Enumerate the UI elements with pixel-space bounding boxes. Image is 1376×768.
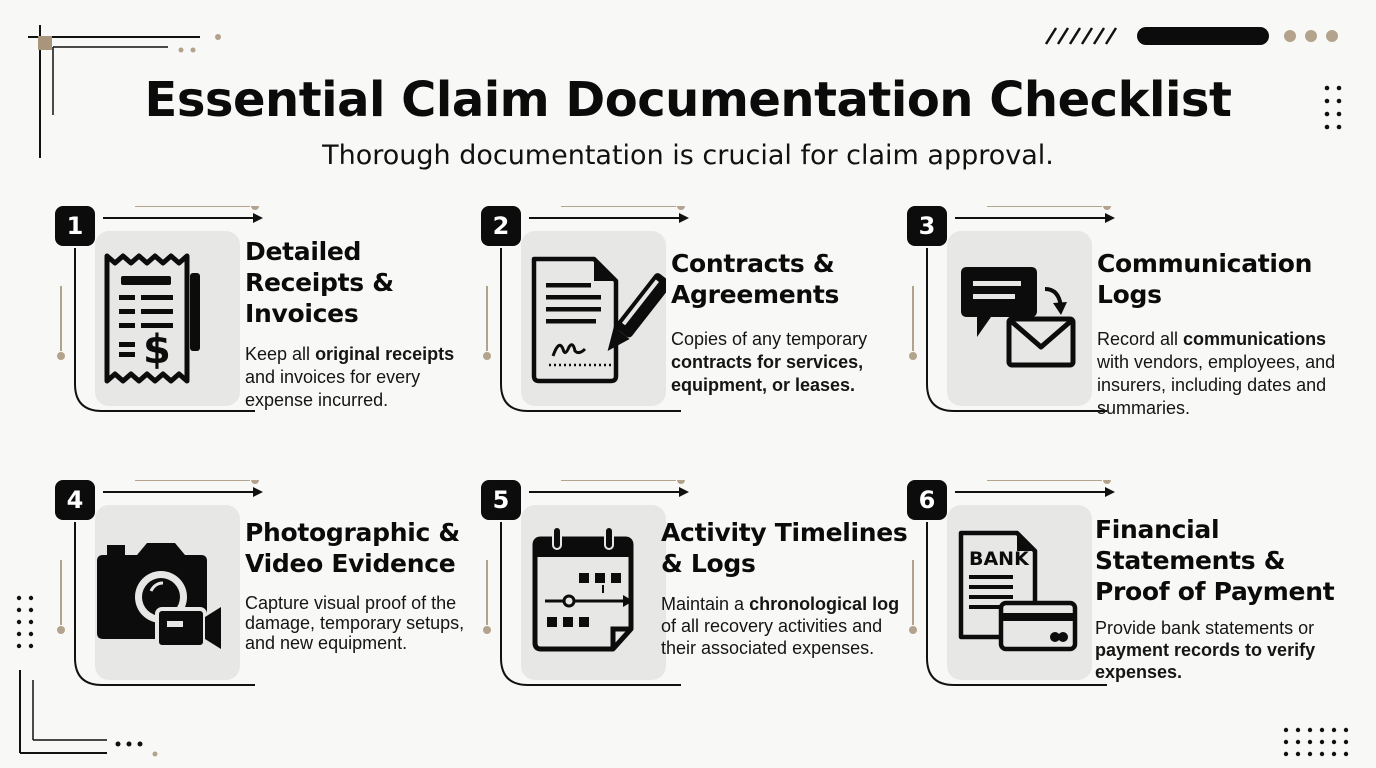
- item-description: Record all communications with vendors, …: [1097, 328, 1337, 420]
- page-title: Essential Claim Documentation Checklist: [144, 72, 1232, 128]
- contract-signature-icon: [531, 256, 666, 384]
- chat-envelope-icon: [961, 267, 1076, 368]
- icon-tile: [95, 505, 240, 680]
- icon-tile: BANK: [947, 505, 1092, 680]
- checklist-card-receipts: 1 $ Detailed Receipts & Invoices Keep al…: [55, 206, 475, 436]
- item-description: Capture visual proof of the damage, temp…: [245, 593, 485, 653]
- item-description-segment: contracts for services, equipment, or le…: [671, 352, 864, 395]
- icon-tile: [521, 231, 666, 406]
- checklist-card-financial: 6 BANK Financial Statements & Proof of P…: [907, 480, 1335, 710]
- svg-text:$: $: [143, 327, 171, 373]
- item-description-segment: Capture visual proof of the damage, temp…: [245, 593, 465, 653]
- bank-label: BANK: [969, 548, 1030, 570]
- checklist-card-contracts: 2 Contracts & Agreements Copies of any t…: [481, 206, 901, 436]
- icon-tile: [521, 505, 666, 680]
- item-title: Photographic & Video Evidence: [245, 518, 460, 578]
- checklist-card-communication: 3 Communication Logs Record all communic…: [907, 206, 1335, 436]
- calendar-timeline-icon: [532, 526, 634, 652]
- item-description-segment: Maintain a: [661, 594, 750, 614]
- step-number-badge: 2: [481, 206, 521, 246]
- step-number-badge: 6: [907, 480, 947, 520]
- checklist-card-timelines: 5 Activity Timelines & Logs Maintain a c…: [481, 480, 908, 710]
- item-description-segment: Provide bank statements or: [1095, 618, 1315, 638]
- item-description-segment: payment records to verify expenses.: [1095, 640, 1316, 682]
- item-description-segment: of all recovery activities and their ass…: [661, 616, 883, 658]
- checklist-card-photo-video: 4 Photographic & Video Evidence Capture …: [55, 480, 475, 710]
- step-number-badge: 3: [907, 206, 947, 246]
- icon-tile: $: [95, 231, 240, 406]
- item-title: Contracts & Agreements: [671, 249, 840, 309]
- corner-dots-bottom-right: [1283, 727, 1349, 757]
- item-title: Financial Statements & Proof of Payment: [1095, 515, 1335, 606]
- step-number-badge: 4: [55, 480, 95, 520]
- item-title: Detailed Receipts & Invoices: [245, 237, 394, 328]
- camera-video-icon: [97, 543, 221, 649]
- item-description-segment: Record all: [1097, 329, 1184, 349]
- item-description: Maintain a chronological log of all reco…: [661, 593, 911, 659]
- item-description-segment: Copies of any temporary: [671, 329, 868, 349]
- item-description: Copies of any temporary contracts for se…: [671, 328, 911, 397]
- item-description-segment: communications: [1183, 329, 1327, 349]
- item-description-segment: with vendors, employees, and insurers, i…: [1097, 352, 1336, 418]
- receipt-icon: $: [104, 253, 200, 384]
- item-description-segment: and invoices for every expense incurred.: [245, 367, 421, 410]
- item-title: Activity Timelines & Logs: [661, 518, 908, 578]
- item-description-segment: chronological log: [749, 594, 900, 614]
- item-description: Keep all original receipts and invoices …: [245, 343, 485, 412]
- step-number-badge: 5: [481, 480, 521, 520]
- item-description-segment: original receipts: [315, 344, 455, 364]
- bank-card-icon: BANK: [958, 530, 1078, 652]
- page-subtitle: Thorough documentation is crucial for cl…: [322, 140, 1054, 171]
- step-number-badge: 1: [55, 206, 95, 246]
- icon-tile: [947, 231, 1092, 406]
- item-description: Provide bank statements or payment recor…: [1095, 617, 1337, 683]
- item-title: Communication Logs: [1097, 249, 1313, 309]
- item-description-segment: Keep all: [245, 344, 316, 364]
